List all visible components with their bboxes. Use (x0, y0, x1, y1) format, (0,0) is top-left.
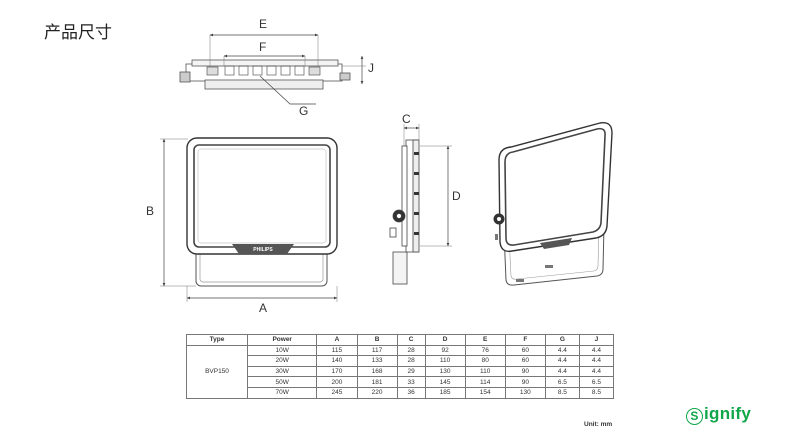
table-cell: 110 (464, 365, 506, 378)
table-cell: 6.5 (578, 376, 615, 388)
table-cell: 130 (504, 386, 546, 399)
table-cell: 4.4 (544, 365, 580, 378)
table-cell: 117 (356, 344, 398, 357)
dim-label-f: F (259, 40, 266, 54)
table-cell: 245 (316, 386, 358, 399)
table-cell: 168 (356, 365, 398, 378)
table-row: 30W 170 168 29 130 110 90 4.4 4.4 (187, 365, 615, 378)
table-cell: 4.4 (578, 355, 615, 367)
table-cell: 133 (356, 355, 398, 367)
dim-label-c: C (402, 112, 411, 126)
header-d: D (424, 334, 466, 346)
header-b: B (356, 334, 398, 346)
table-cell: 8.5 (544, 386, 580, 399)
type-cell: BVP150 (186, 344, 248, 399)
header-f: F (504, 334, 546, 346)
table-cell: 140 (316, 355, 358, 367)
front-view: PHILIPS (186, 137, 338, 287)
table-cell: 60 (504, 344, 546, 357)
page-title: 产品尺寸 (44, 23, 112, 43)
table-cell: 60 (504, 355, 546, 367)
table-cell: 181 (356, 376, 398, 388)
perspective-view (493, 122, 613, 286)
header-j: J (578, 334, 615, 346)
table-cell: 8.5 (578, 386, 615, 399)
header-power: Power (246, 334, 318, 346)
table-cell: 76 (464, 344, 506, 357)
table-cell: 92 (424, 344, 466, 357)
table-cell: 220 (356, 386, 398, 399)
header-e: E (464, 334, 506, 346)
dim-label-b: B (146, 204, 154, 218)
header-g: G (544, 334, 580, 346)
table-cell: 200 (316, 376, 358, 388)
dim-label-g: G (299, 104, 308, 118)
header-type: Type (186, 334, 248, 346)
dim-label-a: A (259, 301, 267, 315)
top-view (179, 59, 351, 90)
table-cell: 145 (424, 376, 466, 388)
table-row: 70W 245 220 36 185 154 130 8.5 8.5 (187, 386, 615, 399)
table-row: 20W 140 133 28 110 80 60 4.4 4.4 (187, 355, 615, 367)
table-cell: 30W (246, 365, 318, 378)
table-cell: 50W (246, 376, 318, 388)
dim-label-j: J (368, 61, 374, 75)
side-view (389, 139, 420, 285)
table-cell: 114 (464, 376, 506, 388)
table-cell: 6.5 (544, 376, 580, 388)
table-row: 50W 200 181 33 145 114 90 6.5 6.5 (187, 376, 615, 388)
logo-s-icon: S (686, 408, 703, 425)
table-cell: 80 (464, 355, 506, 367)
table-header-row: Type Power A B C D E F G J (186, 334, 615, 346)
table-cell: 4.4 (544, 355, 580, 367)
table-cell: 28 (396, 344, 426, 357)
dim-g-leader (259, 75, 316, 105)
brand-mark: PHILIPS (253, 247, 273, 253)
table-cell: 70W (246, 386, 318, 399)
table-cell: 130 (424, 365, 466, 378)
dim-label-d: D (452, 189, 461, 203)
unit-note: Unit: mm (584, 421, 613, 428)
header-c: C (396, 334, 426, 346)
table-cell: 29 (396, 365, 426, 378)
table-cell: 90 (504, 365, 546, 378)
table-row: BVP150 10W 115 117 28 92 76 60 4.4 4.4 (186, 344, 615, 399)
logo-text: ignify (704, 404, 752, 423)
table-cell: 154 (464, 386, 506, 399)
table-cell: 4.4 (578, 365, 615, 378)
table-cell: 185 (424, 386, 466, 399)
header-a: A (316, 334, 358, 346)
table-cell: 20W (246, 355, 318, 367)
table-cell: 90 (504, 376, 546, 388)
table-cell: 115 (316, 344, 358, 357)
table-cell: 110 (424, 355, 466, 367)
dim-label-e: E (259, 17, 267, 31)
table-cell: 4.4 (544, 344, 580, 357)
table-cell: 4.4 (578, 344, 615, 357)
table-cell: 36 (396, 386, 426, 399)
spec-table: Type Power A B C D E F G J BVP150 10W 11… (186, 334, 615, 399)
table-cell: 10W (246, 344, 318, 357)
table-cell: 170 (316, 365, 358, 378)
table-cell: 33 (396, 376, 426, 388)
table-cell: 28 (396, 355, 426, 367)
